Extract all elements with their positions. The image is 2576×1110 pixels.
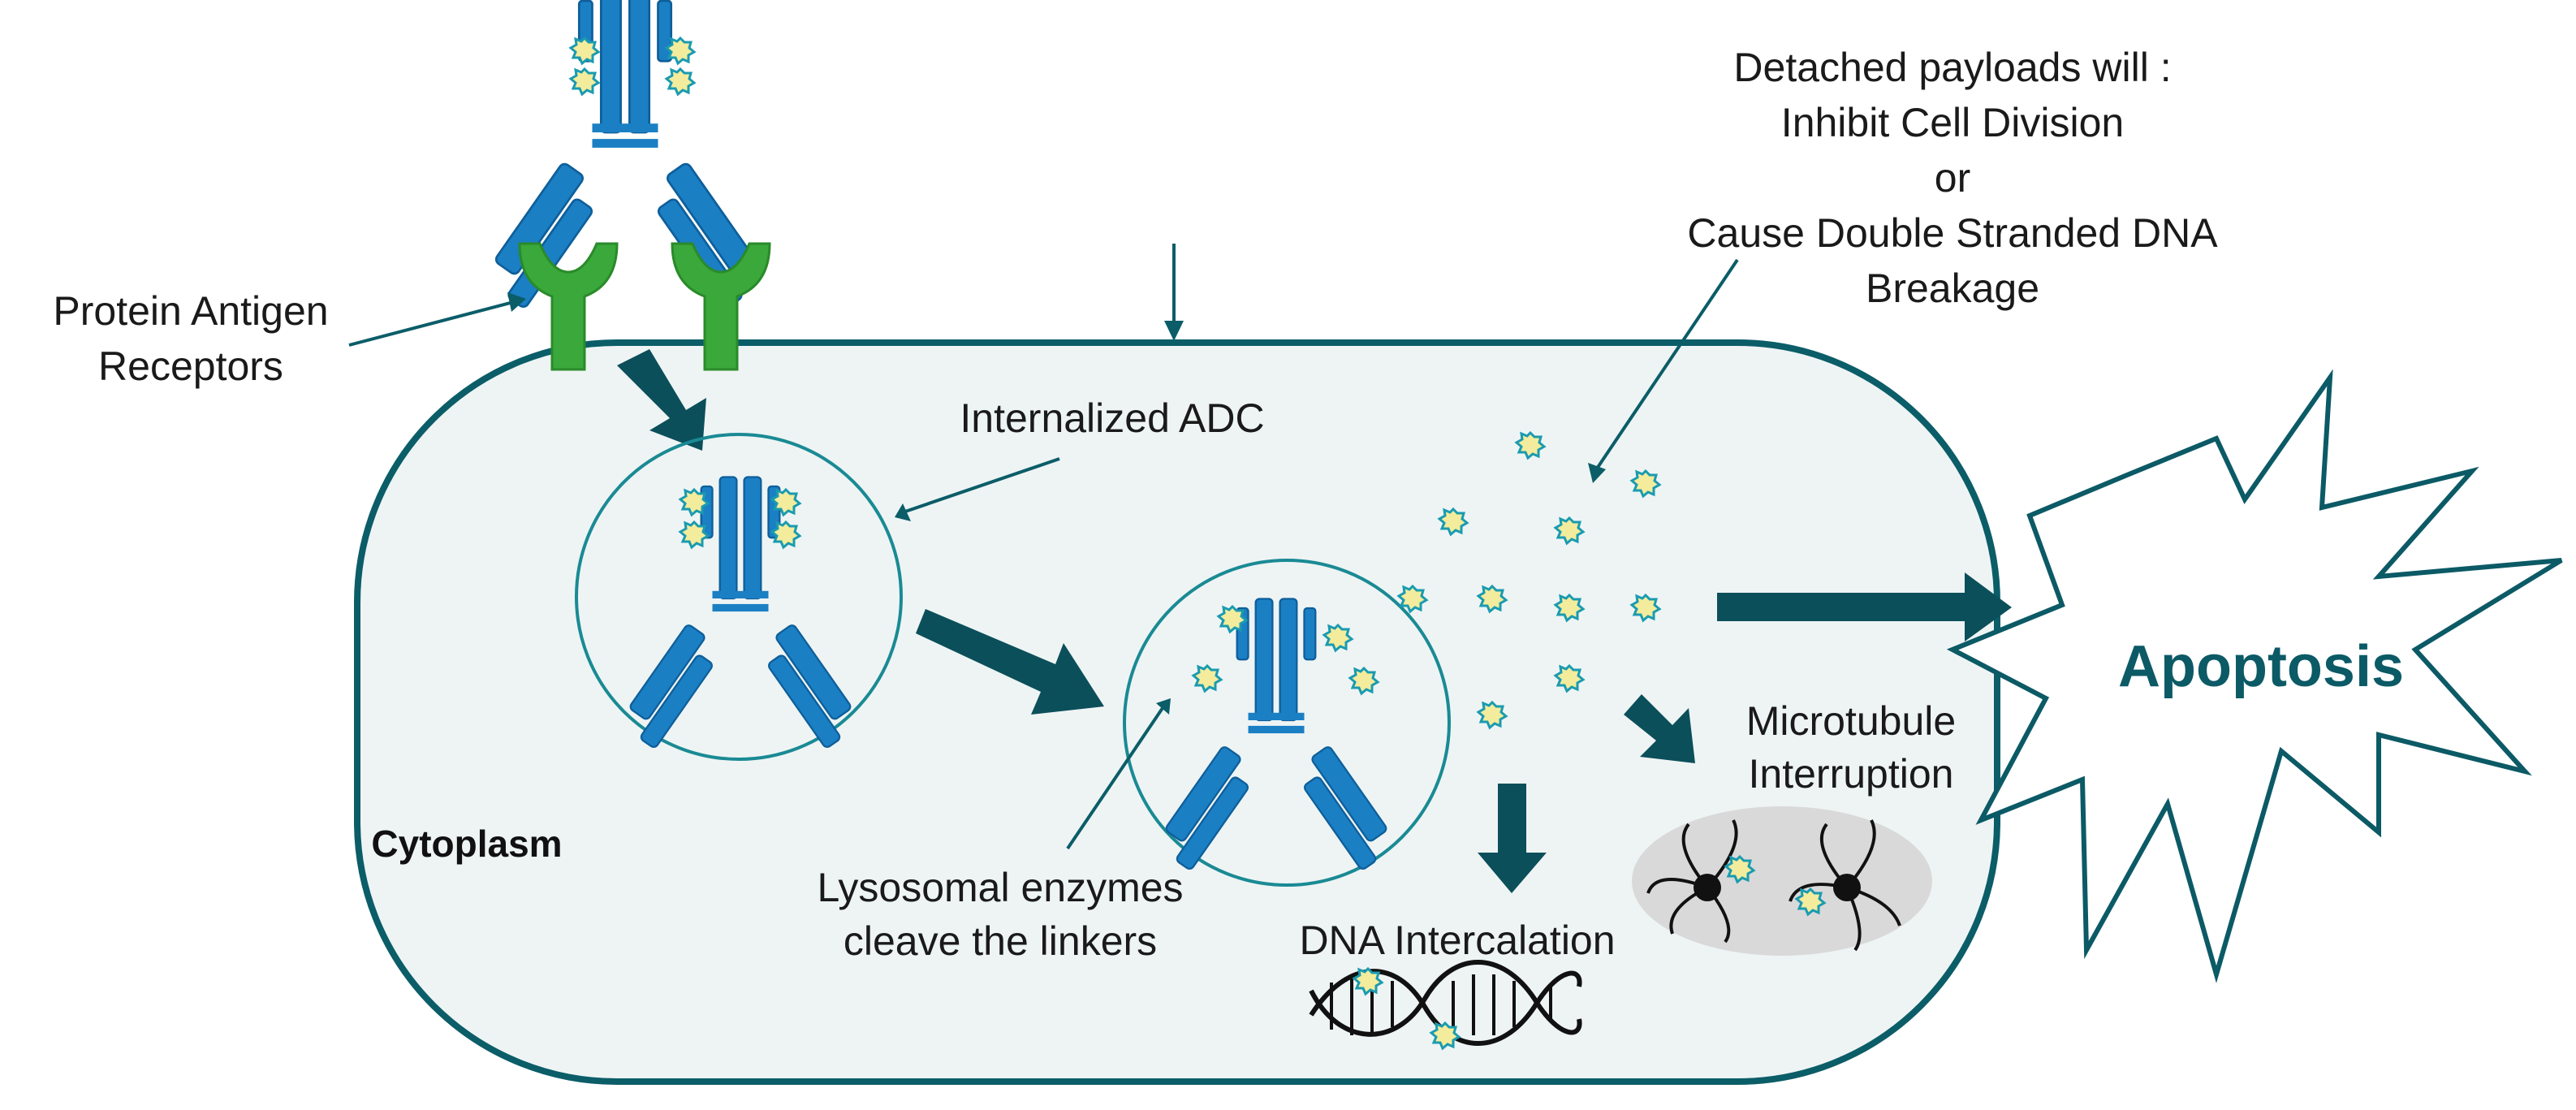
lysosomal-pointer bbox=[1066, 698, 1171, 850]
membrane-pointer-arrow bbox=[1164, 244, 1184, 341]
receptors-label-line1: Protein Antigen bbox=[53, 288, 328, 334]
payload-label-line2: Inhibit Cell Division bbox=[1781, 100, 2124, 145]
apoptosis-arrow bbox=[1717, 572, 2012, 641]
payload-label-line5: Breakage bbox=[1866, 266, 2039, 311]
microtubule-label-line2: Interruption bbox=[1749, 751, 1954, 797]
internalized-pointer bbox=[895, 457, 1060, 521]
receptors-pointer bbox=[348, 292, 526, 347]
cytoplasm-label: Cytoplasm bbox=[371, 823, 562, 865]
receptors-label-line2: Receptors bbox=[98, 343, 283, 389]
lysosomal-label-line2: cleave the linkers bbox=[844, 918, 1157, 964]
apoptosis-label: Apoptosis bbox=[2118, 634, 2404, 699]
internalization-arrow bbox=[617, 349, 706, 451]
dna-arrow bbox=[1478, 784, 1547, 893]
payload-label-line4: Cause Double Stranded DNA bbox=[1687, 210, 2218, 256]
lysosome-circle bbox=[1123, 559, 1451, 887]
cell-membrane bbox=[354, 339, 2000, 1085]
internalized-label: Internalized ADC bbox=[960, 395, 1264, 441]
microtubule-label-line1: Microtubule bbox=[1746, 698, 1956, 744]
dna-label: DNA Intercalation bbox=[1299, 918, 1615, 963]
endosome-circle bbox=[575, 433, 903, 761]
payload-label-line1: Detached payloads will : bbox=[1733, 45, 2171, 90]
lysosomal-label-line1: Lysosomal enzymes bbox=[817, 865, 1183, 910]
spindle-left-center bbox=[1694, 874, 1721, 901]
apoptosis-burst bbox=[1946, 369, 2563, 983]
payload-pointer bbox=[1588, 258, 1739, 483]
receptor-left bbox=[518, 242, 619, 371]
receptor-right bbox=[671, 242, 771, 371]
payload-label-line3: or bbox=[1935, 155, 1970, 201]
spindle-right-center bbox=[1833, 874, 1861, 901]
endosome-to-lysosome-arrow bbox=[916, 609, 1104, 715]
dna-rungs bbox=[1330, 974, 1552, 1035]
microtubule-arrow bbox=[1624, 694, 1695, 763]
